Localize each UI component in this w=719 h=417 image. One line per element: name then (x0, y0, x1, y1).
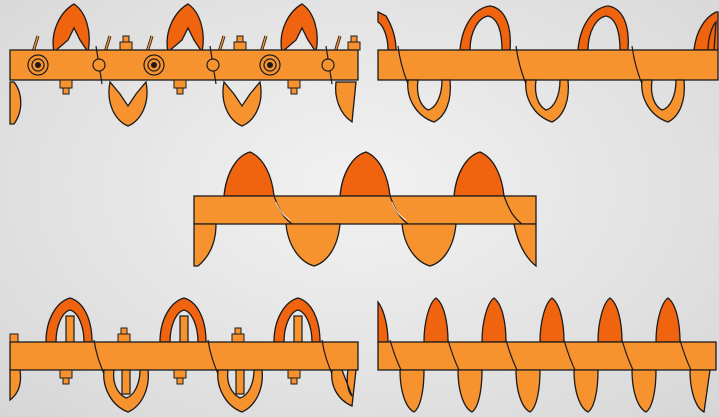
auger-ribbon-bolted (9, 297, 359, 413)
top-ribbons (45, 297, 321, 343)
segment-cuts (397, 45, 643, 85)
top-ribbons (377, 5, 719, 51)
hubs (27, 54, 281, 76)
helix-cuts (273, 195, 523, 225)
shaft (9, 49, 359, 81)
top-flights (223, 151, 505, 197)
joints (92, 45, 335, 85)
top-bolts (9, 327, 245, 343)
supports (65, 315, 303, 343)
top-paddles (52, 3, 318, 54)
bottom-bolts (59, 79, 301, 95)
auger-short-pitch (377, 297, 717, 413)
shaft (377, 49, 719, 81)
top-flights (377, 297, 681, 343)
shaft (9, 341, 359, 371)
auger-ribbon-open (377, 5, 719, 123)
shaft (193, 195, 537, 225)
diagonal-rods (28, 35, 342, 63)
bottom-ribbons (9, 369, 357, 413)
bottom-paddles (9, 80, 357, 127)
bottom-bolts (59, 369, 301, 385)
shaft (377, 341, 717, 371)
segment-cuts (93, 339, 333, 375)
top-bolts (119, 35, 361, 51)
bottom-ribbons (407, 79, 686, 123)
bottom-flights (193, 223, 537, 268)
auger-standard-helical (193, 151, 537, 268)
bottom-flights (399, 369, 711, 413)
auger-paddle-segmented (9, 3, 361, 127)
